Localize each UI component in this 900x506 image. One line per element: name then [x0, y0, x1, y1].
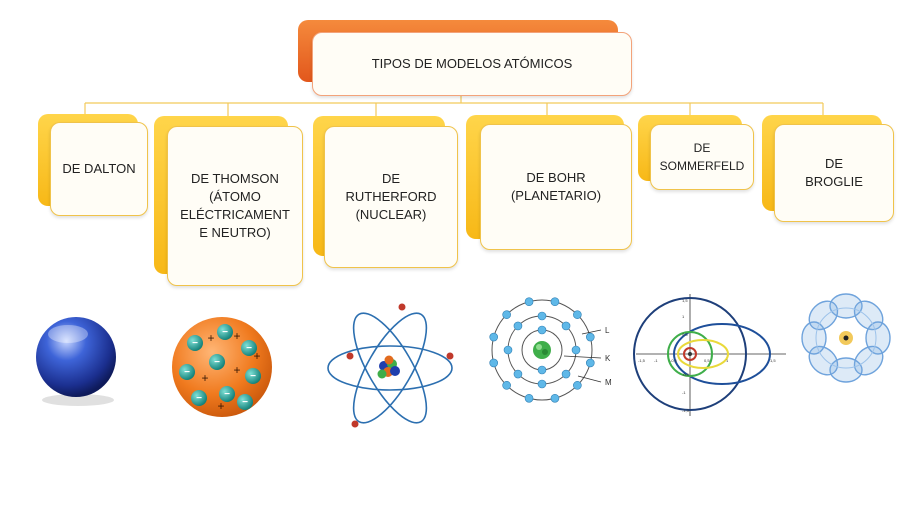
- bohr-electron: [503, 345, 513, 355]
- thomson-node: DE THOMSON (ÁTOMO ELÉCTRICAMENT E NEUTRO…: [167, 126, 303, 286]
- bohr-nucleus: [533, 341, 551, 359]
- bohr-label-m: M: [605, 378, 612, 387]
- sommerfeld-orbit-ellipse-yellow: [677, 339, 729, 369]
- broglie-wave-illustration: [801, 293, 891, 383]
- axis-label: -0,5: [682, 372, 690, 377]
- axis-label: 0,5: [682, 332, 688, 337]
- thomson-minus-sign: −: [242, 397, 248, 408]
- rutherford-orbit: [352, 312, 428, 424]
- thomson-electron: [241, 340, 257, 356]
- thomson-minus-sign: −: [196, 393, 202, 404]
- thomson-electron: [217, 324, 233, 340]
- sommerfeld-orbit-circle-red: [683, 347, 697, 361]
- thomson-minus-sign: −: [224, 389, 230, 400]
- axis-label: 1,5: [770, 358, 776, 363]
- rutherford-node: DE RUTHERFORD (NUCLEAR): [324, 126, 458, 268]
- sommerfeld-label: DE SOMMERFELD: [659, 141, 745, 173]
- rutherford-electron: [346, 352, 354, 360]
- bohr-electron: [561, 369, 571, 379]
- axis-label: -0,5: [670, 358, 678, 363]
- rutherford-electron: [351, 420, 359, 428]
- bohr-electron: [585, 358, 595, 368]
- sommerfeld-orbits-illustration: -1,5 -1 -0,5 0,5 1 1,5 1,5 1 0,5 -0,5 -1…: [633, 294, 786, 416]
- thomson-electron: [191, 390, 207, 406]
- thomson-electron: [237, 394, 253, 410]
- broglie-node: DE BROGLIE: [774, 124, 894, 222]
- thomson-label: DE THOMSON (ÁTOMO ELÉCTRICAMENT E NEUTRO…: [180, 171, 290, 240]
- bohr-electron: [550, 393, 560, 403]
- thomson-minus-sign: −: [246, 343, 252, 354]
- bohr-electron: [502, 310, 511, 319]
- broglie-label: DE BROGLIE: [805, 156, 863, 189]
- thomson-minus-sign: −: [214, 357, 220, 368]
- bohr-label: DE BOHR (PLANETARIO): [510, 170, 602, 203]
- axis-label: -1,5: [682, 408, 690, 413]
- bohr-shell-m: [491, 299, 593, 401]
- dalton-label: DE DALTON: [62, 161, 136, 176]
- rutherford-nucleus: [377, 355, 400, 379]
- axis-label: 0,5: [704, 358, 710, 363]
- bohr-node: DE BOHR (PLANETARIO): [480, 124, 632, 250]
- thomson-plus-sign: +: [253, 349, 260, 363]
- thomson-plus-sign: +: [201, 371, 208, 385]
- bohr-electron: [585, 332, 595, 342]
- bohr-label-k: K: [605, 354, 611, 363]
- rutherford-electron: [446, 352, 454, 360]
- bohr-electron: [537, 325, 547, 335]
- bohr-electron: [524, 393, 534, 403]
- rutherford-electron: [398, 303, 406, 311]
- dalton-node: DE DALTON: [50, 122, 148, 216]
- axis-label: 1,5: [682, 298, 688, 303]
- axis-label: 1: [682, 314, 685, 319]
- thomson-electron: [179, 364, 195, 380]
- axis-label: 1: [726, 358, 729, 363]
- bohr-electron: [489, 332, 499, 342]
- bohr-atom-illustration: L K M: [489, 297, 612, 403]
- root-node: TIPOS DE MODELOS ATÓMICOS: [312, 32, 632, 96]
- thomson-minus-sign: −: [184, 367, 190, 378]
- root-node-label: TIPOS DE MODELOS ATÓMICOS: [371, 56, 573, 71]
- axis-label: -1,5: [638, 358, 646, 363]
- sommerfeld-orbit-circle-outer: [633, 297, 747, 411]
- rutherford-orbit: [352, 312, 428, 424]
- rutherford-orbit: [327, 345, 453, 391]
- bohr-electron: [537, 365, 547, 375]
- bohr-electron: [513, 321, 523, 331]
- bohr-electron: [561, 321, 571, 331]
- thomson-minus-sign: −: [192, 338, 198, 349]
- bohr-electron: [550, 297, 560, 307]
- bohr-electron: [502, 381, 511, 390]
- bohr-electron: [489, 358, 499, 368]
- thomson-plus-sign: +: [207, 331, 214, 345]
- thomson-electron: [187, 335, 203, 351]
- thomson-electron: [209, 354, 225, 370]
- bohr-electron: [573, 381, 582, 390]
- bohr-electron: [524, 297, 534, 307]
- broglie-wave-lobe: [808, 300, 839, 331]
- thomson-plus-sign: +: [233, 329, 240, 343]
- thomson-electron: [219, 386, 235, 402]
- bohr-electron: [571, 345, 581, 355]
- bohr-electron: [537, 379, 547, 389]
- thomson-plus-sign: +: [233, 363, 240, 377]
- thomson-minus-sign: −: [250, 371, 256, 382]
- axis-label: -1: [654, 358, 658, 363]
- thomson-minus-sign: −: [222, 327, 228, 338]
- bohr-electron: [513, 369, 523, 379]
- sommerfeld-node: DE SOMMERFELD: [650, 124, 754, 190]
- dalton-sphere-illustration: [36, 317, 116, 406]
- thomson-plus-sign: +: [217, 399, 224, 413]
- sommerfeld-orbit-circle-green: [667, 331, 713, 377]
- bohr-electron: [573, 310, 582, 319]
- broglie-orbit: [815, 307, 877, 369]
- rutherford-label: DE RUTHERFORD (NUCLEAR): [345, 171, 437, 222]
- sommerfeld-orbit-ellipse-large: [673, 323, 771, 385]
- bohr-label-l: L: [605, 326, 610, 335]
- axis-label: -1: [682, 390, 686, 395]
- rutherford-atom-illustration: [327, 303, 454, 428]
- thomson-electron: [245, 368, 261, 384]
- bohr-electron: [537, 311, 547, 321]
- thomson-plum-pudding-illustration: −−−−−−−−−++++++: [172, 317, 272, 417]
